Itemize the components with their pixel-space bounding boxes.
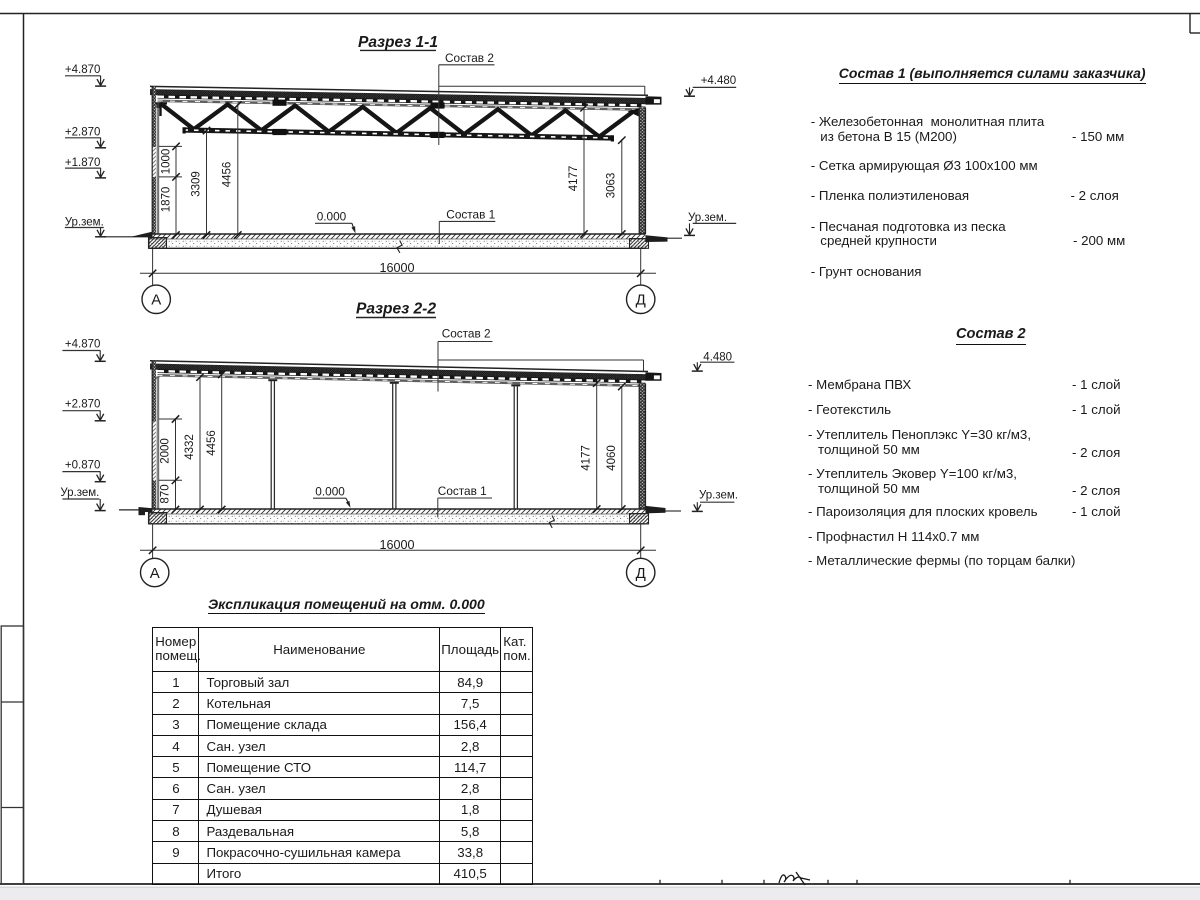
svg-text:4177: 4177: [581, 445, 593, 471]
svg-text:16000: 16000: [379, 538, 414, 552]
svg-text:4332: 4332: [184, 434, 196, 460]
svg-text:+4.870: +4.870: [65, 64, 101, 76]
svg-text:А: А: [150, 565, 160, 582]
svg-text:+4.480: +4.480: [701, 75, 737, 87]
svg-text:4456: 4456: [206, 430, 218, 456]
svg-text:+4.870: +4.870: [65, 339, 101, 351]
svg-text:870: 870: [160, 484, 172, 503]
svg-text:1000: 1000: [161, 149, 173, 175]
svg-text:0.000: 0.000: [315, 485, 345, 499]
svg-text:Ур.зем.: Ур.зем.: [688, 212, 727, 224]
svg-text:3309: 3309: [191, 171, 203, 197]
svg-text:2000: 2000: [160, 438, 172, 464]
svg-text:4.480: 4.480: [703, 351, 732, 363]
svg-text:А: А: [151, 292, 161, 309]
svg-text:+2.870: +2.870: [65, 399, 101, 411]
svg-text:+0.870: +0.870: [65, 459, 101, 471]
svg-text:Состав 2: Состав 2: [442, 326, 491, 340]
svg-text:Разрез 1-1: Разрез 1-1: [358, 34, 438, 51]
svg-text:Д: Д: [636, 565, 646, 582]
svg-text:Ур.зем.: Ур.зем.: [60, 487, 99, 499]
svg-text:+1.870: +1.870: [65, 157, 101, 169]
svg-text:16000: 16000: [379, 261, 414, 275]
svg-text:4060: 4060: [606, 445, 618, 471]
svg-text:+2.870: +2.870: [65, 126, 101, 138]
svg-text:4177: 4177: [568, 166, 580, 192]
svg-text:Д: Д: [636, 292, 646, 309]
svg-text:1870: 1870: [161, 187, 173, 213]
svg-text:Состав 1: Состав 1: [438, 484, 487, 498]
svg-text:Ур.зем.: Ур.зем.: [699, 489, 738, 501]
svg-text:Состав 1: Состав 1: [446, 208, 495, 222]
svg-text:0.000: 0.000: [317, 210, 347, 224]
svg-text:Ур.зем.: Ур.зем.: [65, 217, 104, 229]
svg-text:4456: 4456: [222, 162, 234, 188]
svg-text:Разрез 2-2: Разрез 2-2: [356, 301, 436, 318]
svg-text:3063: 3063: [606, 173, 618, 199]
svg-text:Состав 2: Состав 2: [445, 51, 494, 65]
